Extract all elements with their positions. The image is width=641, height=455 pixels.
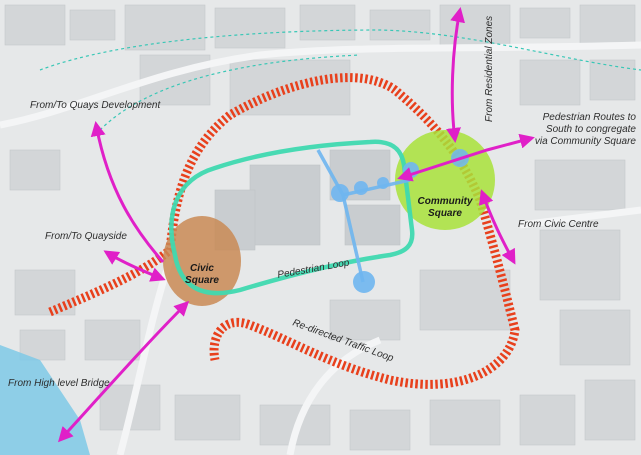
label-civic-square-line1: Civic [190,263,214,274]
label-pedestrian-routes-line1: Pedestrian Routes to [543,112,637,123]
label-community-square-line1: Community [418,196,473,207]
label-high-level-bridge: From High level Bridge [8,378,110,389]
label-civic-square-line2: Square [185,275,219,286]
label-community-square-line2: Square [428,208,462,219]
arrow-pedestrian-routes [397,133,535,182]
label-quayside: From/To Quayside [45,231,127,242]
label-pedestrian-routes-line3: via Community Square [535,136,637,147]
civic-square-area [163,216,241,306]
label-residential-zones: From Residential Zones [484,16,495,122]
arrow-civic-centre [478,189,516,265]
label-quays-development: From/To Quays Development [30,100,161,111]
pedestrian-arrows [57,7,535,443]
arrow-residential [446,7,466,143]
arrow-quayside [103,250,166,282]
arrow-high-level-bridge [57,300,190,443]
label-civic-centre: From Civic Centre [518,219,599,230]
label-pedestrian-routes-line2: South to congregate [546,124,637,135]
